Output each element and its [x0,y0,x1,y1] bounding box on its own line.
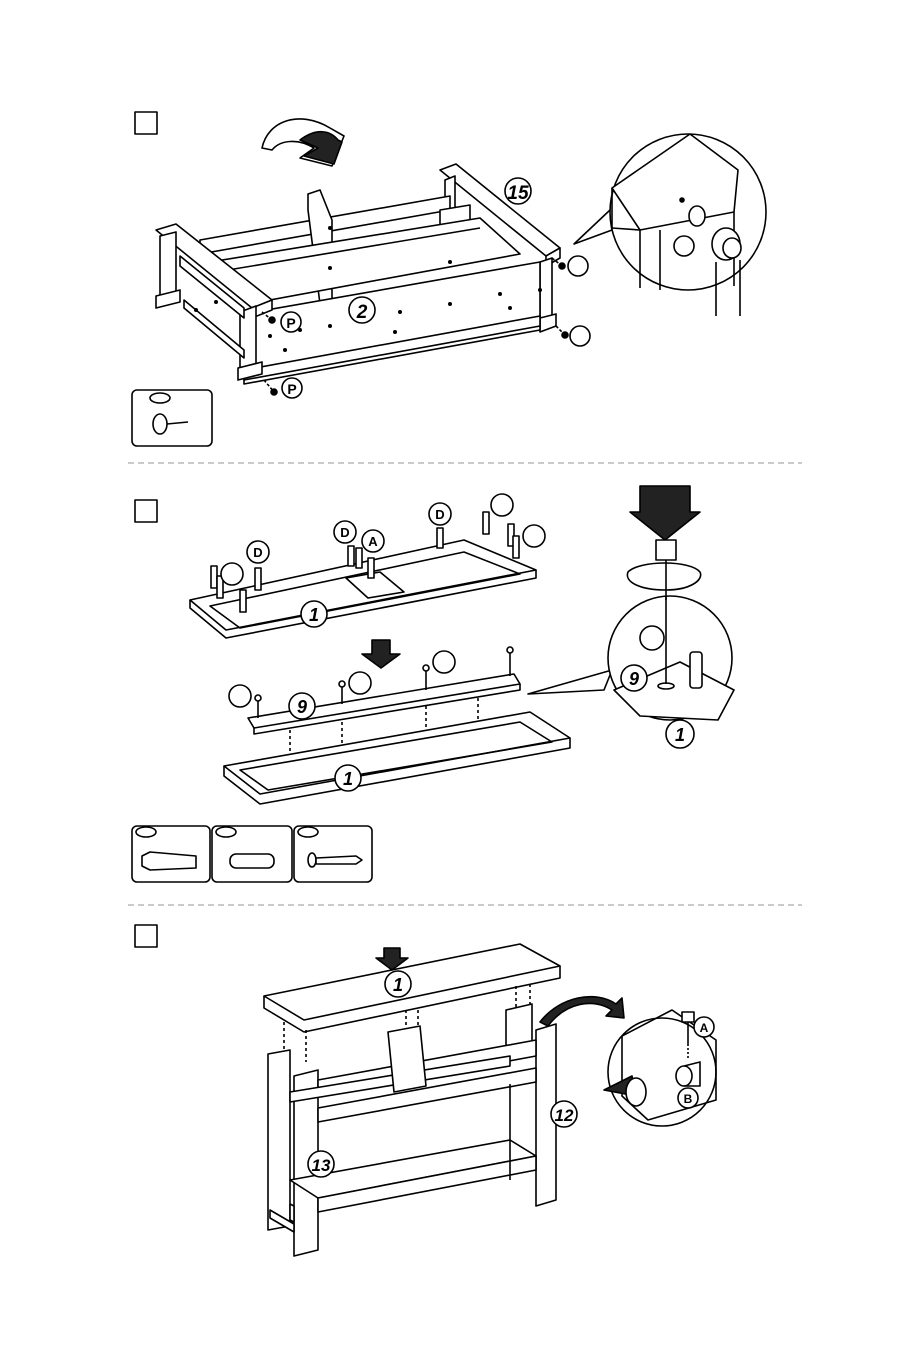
blank-label-bubble [229,685,251,707]
blank-label-bubble [491,494,513,516]
down-arrow-icon [376,948,408,970]
flip-arrow-icon [262,119,344,166]
dowel-label-d: D [435,507,444,522]
detail-strip-label: 9 [629,669,639,689]
screwdriver-icon [627,486,700,600]
step-number-box [135,925,157,947]
blank-label-bubble [570,326,590,346]
blank-label-bubble [221,563,243,585]
hardware-label-p: P [286,315,295,331]
blank-label-bubble [433,651,455,673]
down-arrow-icon [362,640,400,668]
strip-9 [248,674,520,728]
side-label-12: 12 [555,1106,574,1125]
strip-label-9: 9 [297,697,307,717]
curved-arrow-icon [540,997,624,1026]
blank-label-bubble [523,525,545,547]
cam-bolt-icon [142,852,196,870]
blank-label-bubble [640,626,664,650]
detail-board-label: 1 [675,725,685,745]
top-board [190,540,536,630]
detail-label-b: B [684,1092,693,1106]
dowel-icon [230,854,274,868]
step-1 [132,112,766,446]
part-label-15: 15 [507,183,529,204]
dowel-label-d: D [340,525,349,540]
part-label-2: 2 [356,302,368,323]
step-number-box [135,500,157,522]
blank-label-bubble [349,672,371,694]
blank-label-bubble [568,256,588,276]
board-label-1: 1 [309,605,319,625]
top-label-1: 1 [393,975,403,995]
dowel-label-d: D [253,545,262,560]
cam-label-a: A [368,534,378,549]
hardware-label-p: P [287,381,296,397]
hardware-box [132,390,212,446]
step-3 [135,925,716,1256]
step-number-box [135,112,157,134]
step-2 [132,486,734,882]
board-label-1: 1 [343,769,353,789]
detail-label-a: A [700,1021,709,1035]
side-label-13: 13 [312,1156,331,1175]
